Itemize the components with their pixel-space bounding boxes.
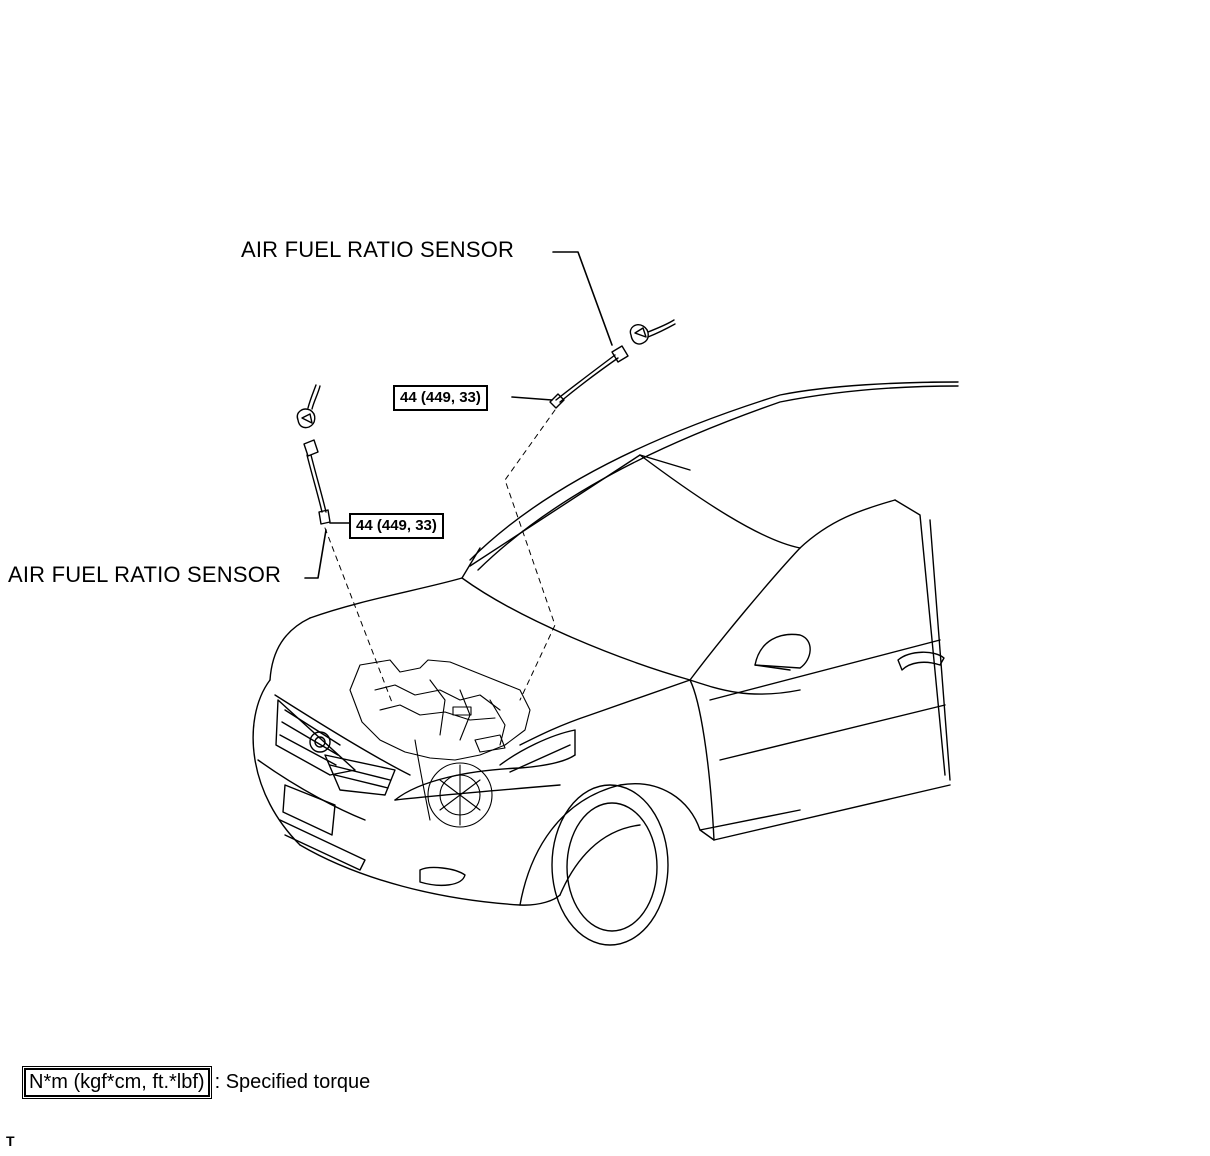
lower-sensor-label: AIR FUEL RATIO SENSOR: [8, 562, 282, 587]
legend-torque-units-box: N*m (kgf*cm, ft.*lbf): [22, 1066, 212, 1099]
legend-description: : Specified torque: [214, 1071, 371, 1093]
torque-legend: N*m (kgf*cm, ft.*lbf) : Specified torque: [22, 1066, 371, 1099]
upper-sensor-torque-box: 44 (449, 33): [393, 385, 488, 411]
footer-mark: T: [6, 1133, 15, 1149]
lower-oxygen-sensor-icon: [303, 439, 331, 525]
upper-sensor-label: AIR FUEL RATIO SENSOR: [241, 237, 515, 262]
upper-oxygen-sensor-icon: [549, 345, 629, 409]
lower-sensor-torque-box: 44 (449, 33): [349, 513, 444, 539]
engine-assembly-illustration: [349, 659, 531, 828]
lower-sensor-connector-icon: [296, 384, 321, 429]
car-illustration: [252, 381, 959, 946]
upper-sensor-connector-icon: [629, 319, 676, 345]
